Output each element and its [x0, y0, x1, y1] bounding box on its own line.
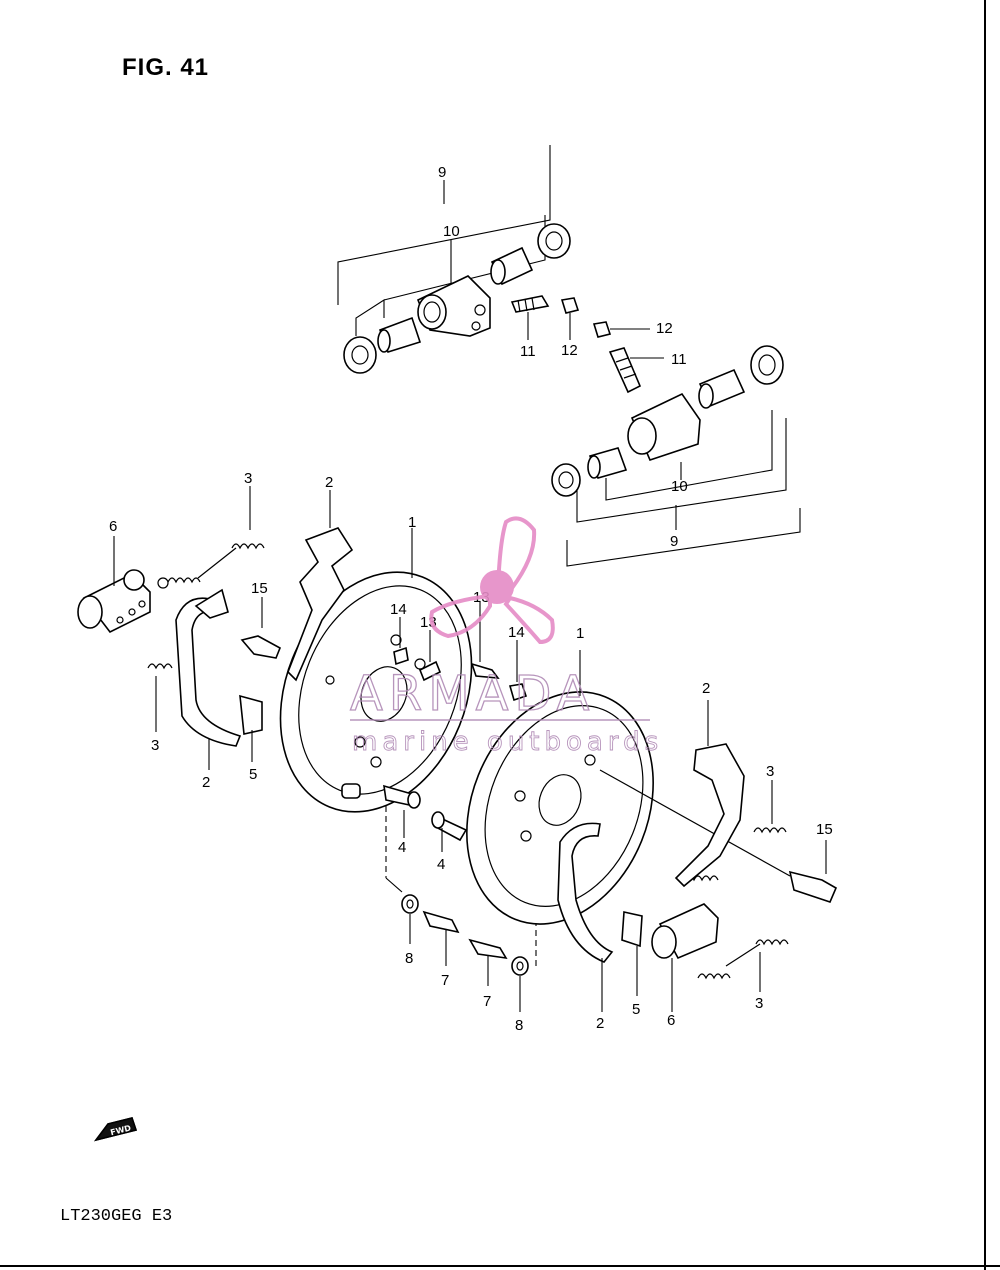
callout-numbers: 9 10 11 12 12 11 10 9 3 2 1 6 15 14 13 1…	[109, 164, 833, 1034]
figure-title: FIG. 41	[122, 54, 210, 81]
callout-15: 15	[251, 580, 268, 597]
callout-14: 14	[508, 624, 525, 641]
callout-10: 10	[671, 478, 688, 495]
callout-3: 3	[766, 763, 774, 780]
armada-watermark: ARMADA marine outboards	[349, 516, 663, 757]
callout-10: 10	[443, 223, 460, 240]
left-wheel-cylinder	[77, 536, 169, 634]
watermark-brand: ARMADA	[350, 666, 595, 722]
callout-2: 2	[325, 474, 333, 491]
callout-2: 2	[702, 680, 710, 697]
callout-12: 12	[656, 320, 673, 337]
callout-7: 7	[441, 972, 449, 989]
callout-15: 15	[816, 821, 833, 838]
callout-12: 12	[561, 342, 578, 359]
callout-1: 1	[408, 514, 416, 531]
callout-5: 5	[249, 766, 257, 783]
right-brake-panel	[466, 650, 838, 925]
wheel-cylinder-assembly-top	[337, 145, 580, 374]
wheel-cylinder-assembly-right	[551, 321, 801, 567]
callout-6: 6	[109, 518, 117, 535]
callout-8: 8	[405, 950, 413, 967]
callout-14: 14	[390, 601, 407, 618]
callout-1: 1	[576, 625, 584, 642]
watermark-tagline: marine outboards	[352, 727, 663, 757]
callout-2: 2	[202, 774, 210, 791]
return-springs	[147, 486, 789, 992]
left-brake-panel	[279, 490, 473, 893]
model-code: LT230GEG E3	[60, 1207, 173, 1226]
callout-11: 11	[520, 343, 536, 360]
callout-7: 7	[483, 993, 491, 1010]
fwd-arrow: FWD	[94, 1117, 138, 1142]
callout-2: 2	[596, 1015, 604, 1032]
center-small-parts	[401, 602, 537, 1012]
callout-3: 3	[244, 470, 252, 487]
right-brake-shoes	[557, 700, 745, 1012]
callout-4: 4	[398, 839, 406, 856]
callout-6: 6	[667, 1012, 675, 1029]
callout-11: 11	[671, 351, 687, 368]
callout-4: 4	[437, 856, 445, 873]
callout-3: 3	[755, 995, 763, 1012]
callout-5: 5	[632, 1001, 640, 1018]
callout-9: 9	[438, 164, 446, 181]
left-brake-shoe	[175, 588, 282, 770]
callout-8: 8	[515, 1017, 523, 1034]
callout-3: 3	[151, 737, 159, 754]
callout-9: 9	[670, 533, 678, 550]
